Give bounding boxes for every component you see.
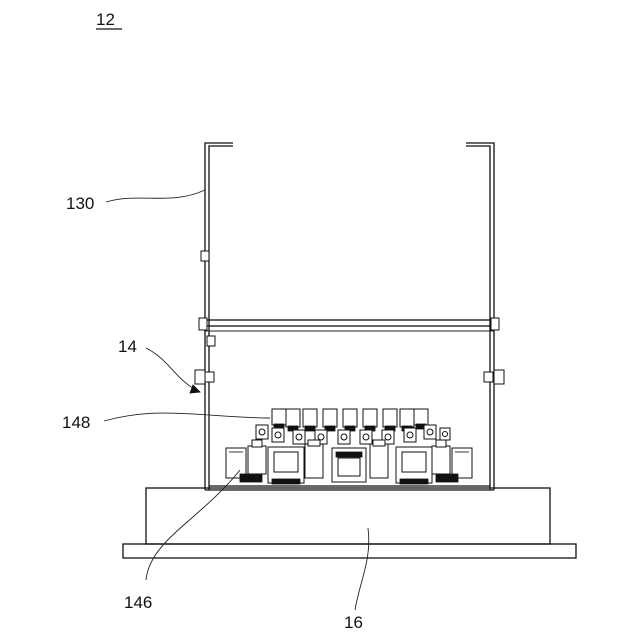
left-upper-bracket bbox=[201, 251, 209, 261]
label-14: 14 bbox=[118, 337, 137, 356]
connector bbox=[303, 409, 317, 431]
clamp-unit bbox=[248, 440, 266, 474]
base-plate bbox=[123, 544, 576, 558]
left-crossbar-bolt bbox=[199, 318, 207, 330]
fitting bbox=[360, 430, 372, 444]
connector bbox=[363, 409, 377, 431]
reference-labels: 130 14 148 146 16 bbox=[62, 194, 363, 632]
fitting bbox=[424, 425, 436, 439]
left-mid-bolt bbox=[195, 370, 214, 384]
fitting bbox=[338, 430, 350, 444]
left-lower-bracket bbox=[207, 336, 215, 346]
label-146: 146 bbox=[124, 593, 152, 612]
frame-left-inner bbox=[209, 146, 233, 490]
frame-crossbar bbox=[205, 320, 494, 326]
clamp-unit bbox=[396, 447, 432, 484]
leader-14-arrow bbox=[190, 385, 200, 393]
figure-number: 12 bbox=[96, 10, 122, 29]
base-platform bbox=[123, 488, 576, 558]
label-148: 148 bbox=[62, 413, 90, 432]
right-mid-bolt bbox=[484, 370, 504, 384]
fitting bbox=[272, 428, 284, 442]
connector bbox=[286, 409, 300, 431]
connector bbox=[323, 409, 337, 431]
figure-number-text: 12 bbox=[96, 10, 115, 29]
clamp-unit bbox=[370, 440, 388, 478]
label-130: 130 bbox=[66, 194, 94, 213]
fitting bbox=[404, 428, 416, 442]
clamp-row bbox=[226, 440, 472, 484]
leader-lines bbox=[104, 190, 369, 610]
label-16: 16 bbox=[344, 613, 363, 632]
clamp-unit bbox=[332, 448, 366, 482]
leader-130 bbox=[106, 190, 205, 202]
leader-148 bbox=[104, 413, 270, 421]
leader-16 bbox=[355, 528, 369, 610]
fitting bbox=[256, 425, 268, 439]
frame-right-inner bbox=[466, 146, 490, 490]
base-block bbox=[146, 488, 550, 544]
clamp-unit bbox=[305, 440, 323, 478]
connector bbox=[272, 409, 286, 429]
leader-14 bbox=[146, 348, 200, 392]
right-crossbar-bolt bbox=[491, 318, 499, 330]
leader-146 bbox=[146, 470, 240, 580]
connector bbox=[383, 409, 397, 431]
clamp-unit bbox=[268, 447, 304, 484]
fitting bbox=[293, 430, 305, 444]
connector bbox=[343, 409, 357, 431]
clamp-unit bbox=[432, 440, 450, 474]
fitting bbox=[440, 428, 450, 440]
